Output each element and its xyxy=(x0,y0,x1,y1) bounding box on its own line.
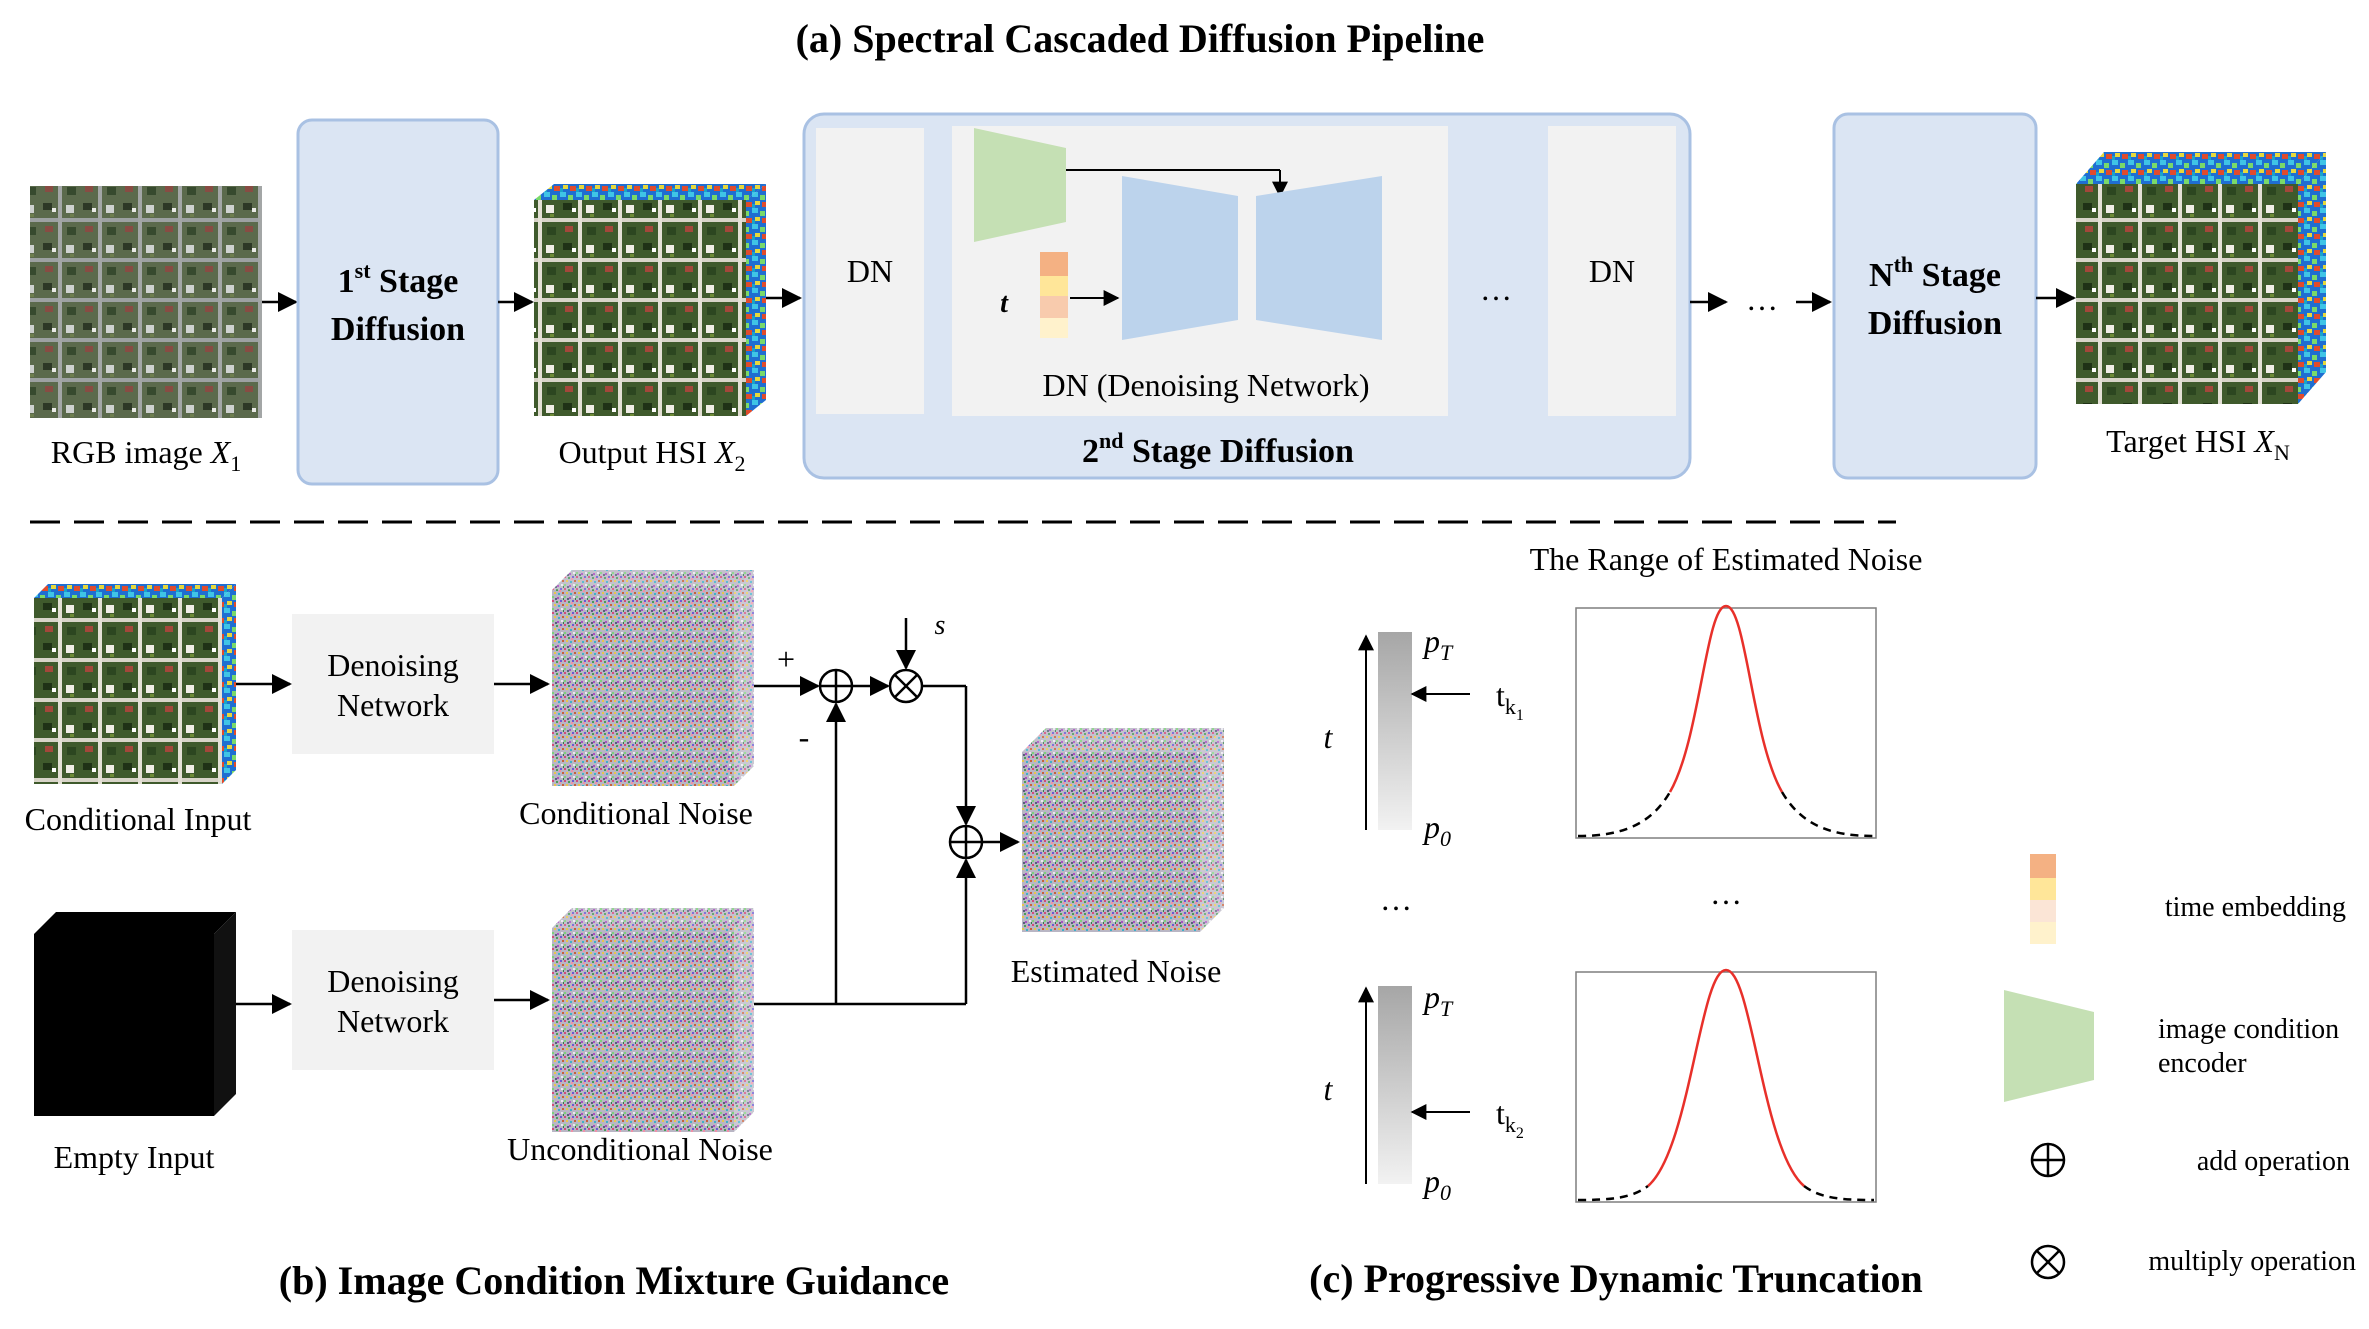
unet-decoder-icon xyxy=(1256,176,1382,340)
t-axis-1: t xyxy=(1324,719,1334,755)
tk2-label: tk2 xyxy=(1496,1095,1524,1142)
legend-image-condition: image condition xyxy=(2158,1014,2339,1045)
stage1-box xyxy=(296,118,500,486)
p0-label-2: p0 xyxy=(1422,1163,1451,1205)
t-symbol: t xyxy=(1000,288,1009,319)
estimated-noise-label: Estimated Noise xyxy=(1011,953,1222,989)
dn-left-box xyxy=(816,128,924,414)
legend-multiply-operation: multiply operation xyxy=(2148,1246,2356,1277)
range-title: The Range of Estimated Noise xyxy=(1530,541,1923,577)
t-range-bar-1 xyxy=(1378,632,1412,830)
dn-right-box xyxy=(1548,126,1676,416)
time-embedding-icon xyxy=(1040,252,1068,338)
panel-c-title: (c) Progressive Dynamic Truncation xyxy=(1309,1256,1923,1301)
rgb-label: RGB image X1 xyxy=(51,434,242,476)
dn1-line2: Network xyxy=(337,687,449,723)
dn-caption: DN (Denoising Network) xyxy=(1042,367,1369,403)
estimated-noise-cube xyxy=(1022,728,1224,932)
conditional-noise-cube xyxy=(552,570,754,786)
pT-label-2: pT xyxy=(1422,979,1454,1021)
unconditional-noise-label: Unconditional Noise xyxy=(507,1131,773,1167)
pT-label-1: pT xyxy=(1422,623,1454,665)
noise-range-chart-2 xyxy=(1575,971,1877,1203)
stageN-label-line2: Diffusion xyxy=(1868,305,2002,342)
unet-encoder-icon xyxy=(1122,176,1238,340)
noise-range-chart-1 xyxy=(1575,607,1877,839)
target-hsi-label: Target HSI XN xyxy=(2106,423,2290,465)
empty-input-cube xyxy=(34,912,236,1116)
ellipsis-c-left: … xyxy=(1380,881,1412,917)
legend-add-operation: add operation xyxy=(2197,1146,2350,1177)
stageN-label: Nth Stage xyxy=(1869,252,2001,294)
target-hsi-cube xyxy=(2076,152,2326,404)
output-hsi-label: Output HSI X2 xyxy=(559,434,746,476)
image-condition-encoder-icon xyxy=(974,128,1066,242)
ellipsis-c-right: … xyxy=(1710,875,1742,911)
dn2-line2: Network xyxy=(337,1003,449,1039)
tk1-label: tk1 xyxy=(1496,677,1524,724)
conditional-noise-label: Conditional Noise xyxy=(519,795,753,831)
add-operation-icon-1 xyxy=(818,668,854,704)
unconditional-noise-cube xyxy=(552,908,754,1132)
dn-left-label: DN xyxy=(847,253,893,289)
legend-add-icon xyxy=(2030,1142,2066,1178)
output-hsi-cube xyxy=(534,184,766,416)
curve-tail-2b xyxy=(1803,1184,1875,1202)
minus-sign: - xyxy=(799,719,810,755)
legend-time-embedding-icon xyxy=(2030,854,2056,944)
legend-time-embedding: time embedding xyxy=(2165,892,2346,923)
t-axis-2: t xyxy=(1324,1071,1334,1107)
dn1-line1: Denoising xyxy=(327,647,459,683)
empty-input-label: Empty Input xyxy=(54,1139,215,1175)
add-operation-icon-2 xyxy=(948,824,984,860)
s-symbol: s xyxy=(935,610,946,641)
gaussian-curve-1 xyxy=(1668,604,1784,793)
legend-multiply-icon xyxy=(2030,1244,2066,1280)
plus-sign: + xyxy=(777,641,795,677)
t-range-bar-2 xyxy=(1378,986,1412,1184)
dn2-line1: Denoising xyxy=(327,963,459,999)
gaussian-curve-2 xyxy=(1647,968,1805,1187)
panel-b-title: (b) Image Condition Mixture Guidance xyxy=(279,1258,949,1303)
ellipsis-inner: … xyxy=(1480,271,1512,307)
panel-a-title: (a) Spectral Cascaded Diffusion Pipeline xyxy=(796,16,1485,61)
stageN-box xyxy=(1832,112,2038,480)
legend-encoder-icon xyxy=(2004,990,2094,1102)
stage1-label-line2: Diffusion xyxy=(331,311,465,348)
conditional-input-label: Conditional Input xyxy=(25,801,252,837)
multiply-operation-icon-1 xyxy=(888,668,924,704)
p0-label-1: p0 xyxy=(1422,809,1451,851)
stage2-label: 2nd Stage Diffusion xyxy=(1082,428,1354,470)
denoising-network-box-2 xyxy=(292,930,494,1070)
denoising-network-box-1 xyxy=(292,614,494,754)
dn-right-label: DN xyxy=(1589,253,1635,289)
legend-image-condition-encoder: encoder xyxy=(2158,1048,2247,1079)
ellipsis-outer: … xyxy=(1746,281,1778,317)
stage1-label: 1st Stage xyxy=(338,258,459,300)
conditional-input-cube xyxy=(34,584,236,784)
rgb-image xyxy=(30,186,262,418)
